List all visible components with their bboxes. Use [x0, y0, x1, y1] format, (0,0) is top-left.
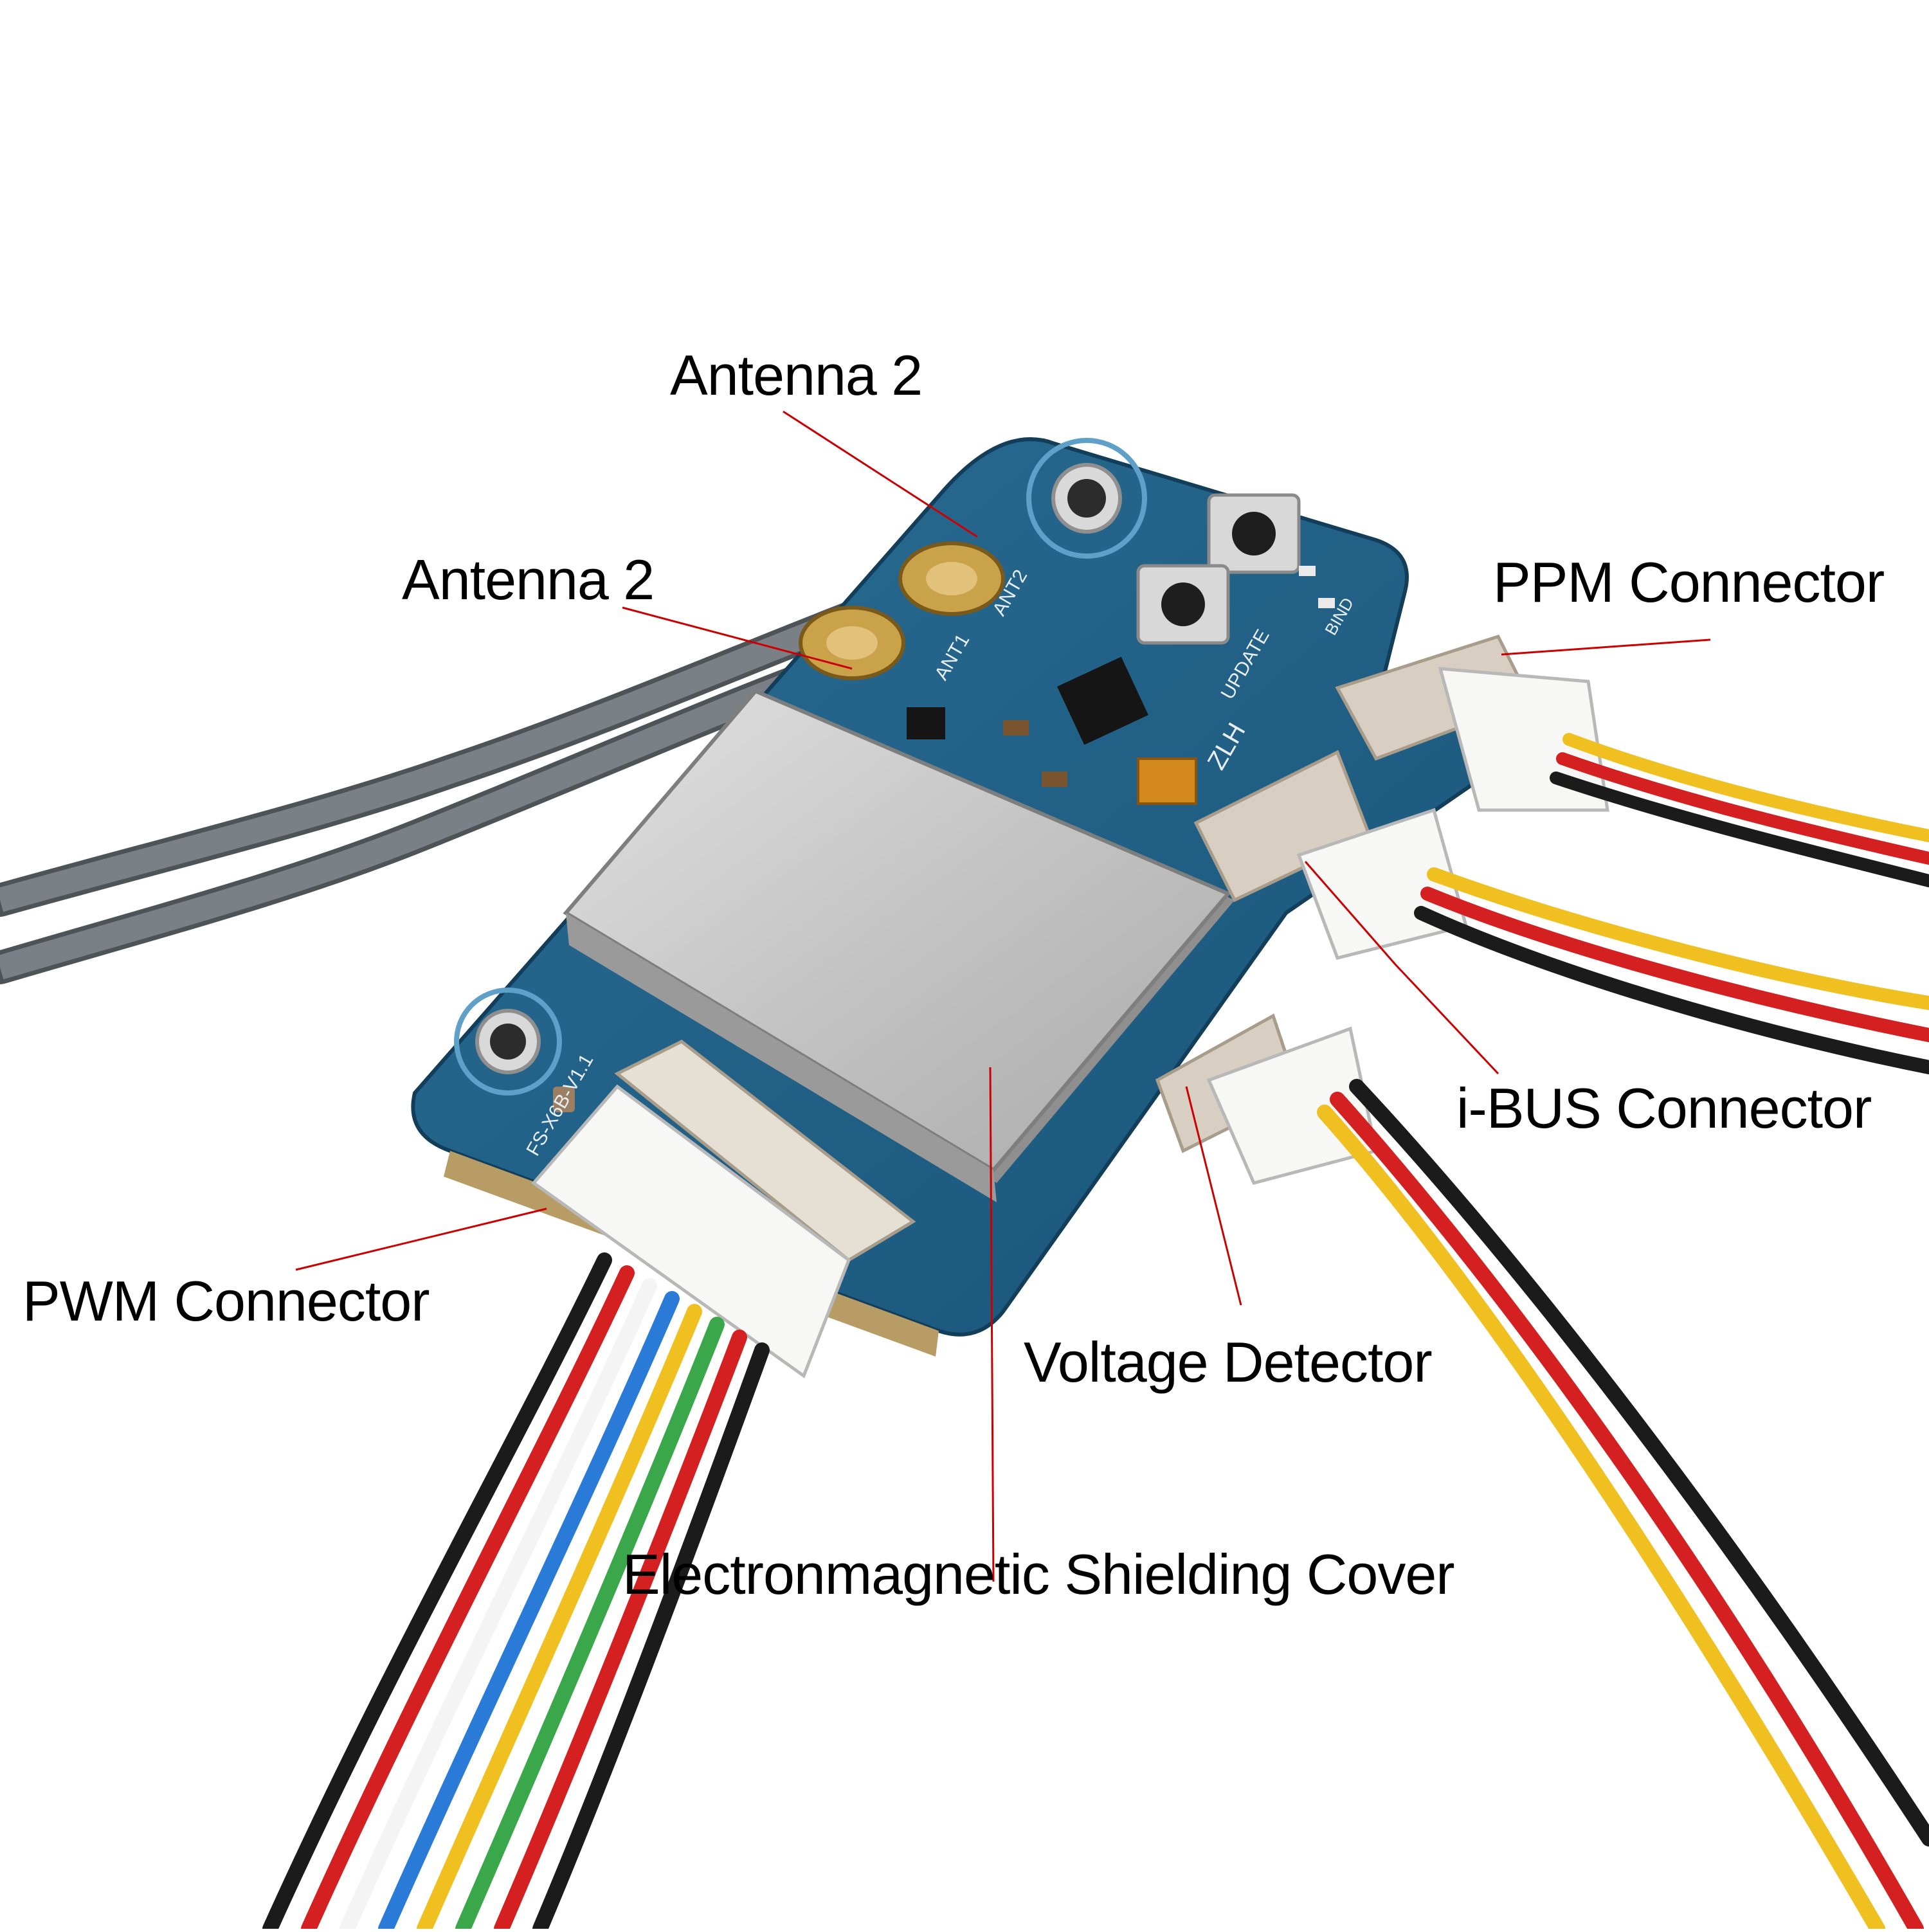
leader-pwm: [295, 1207, 547, 1271]
smd-components: [553, 566, 1335, 1112]
leader-voltage: [1185, 1086, 1242, 1306]
label-shielding-cover: Electronmagnetic Shielding Cover: [622, 1542, 1455, 1606]
pwm-wires: [262, 1252, 770, 1932]
bind-button: [1207, 493, 1301, 574]
leader-antenna-side: [622, 606, 853, 670]
voltage-wires: [1317, 1079, 1929, 1932]
ppm-wires: [1550, 733, 1929, 887]
leader-antenna-top: [783, 410, 978, 538]
label-ibus-connector: i-BUS Connector: [1456, 1076, 1872, 1140]
label-ppm-connector: PPM Connector: [1493, 550, 1885, 614]
antenna-connector-2: [898, 541, 1005, 616]
shielding-cover: [563, 689, 1235, 1202]
label-antenna-side: Antenna 2: [402, 548, 655, 611]
leader-lines: [295, 410, 1711, 1582]
label-pwm-connector: PWM Connector: [23, 1269, 430, 1333]
leader-shield: [989, 1067, 995, 1582]
pwm-connector: [531, 1040, 916, 1378]
update-button: [1136, 564, 1230, 645]
label-voltage-detector: Voltage Detector: [1024, 1330, 1433, 1394]
leader-ibus: [1304, 861, 1499, 1075]
leader-ppm: [1501, 638, 1711, 656]
ibus-wires: [1414, 867, 1929, 1074]
antenna-connector-1: [799, 606, 905, 680]
label-antenna-top: Antenna 2: [670, 343, 923, 407]
